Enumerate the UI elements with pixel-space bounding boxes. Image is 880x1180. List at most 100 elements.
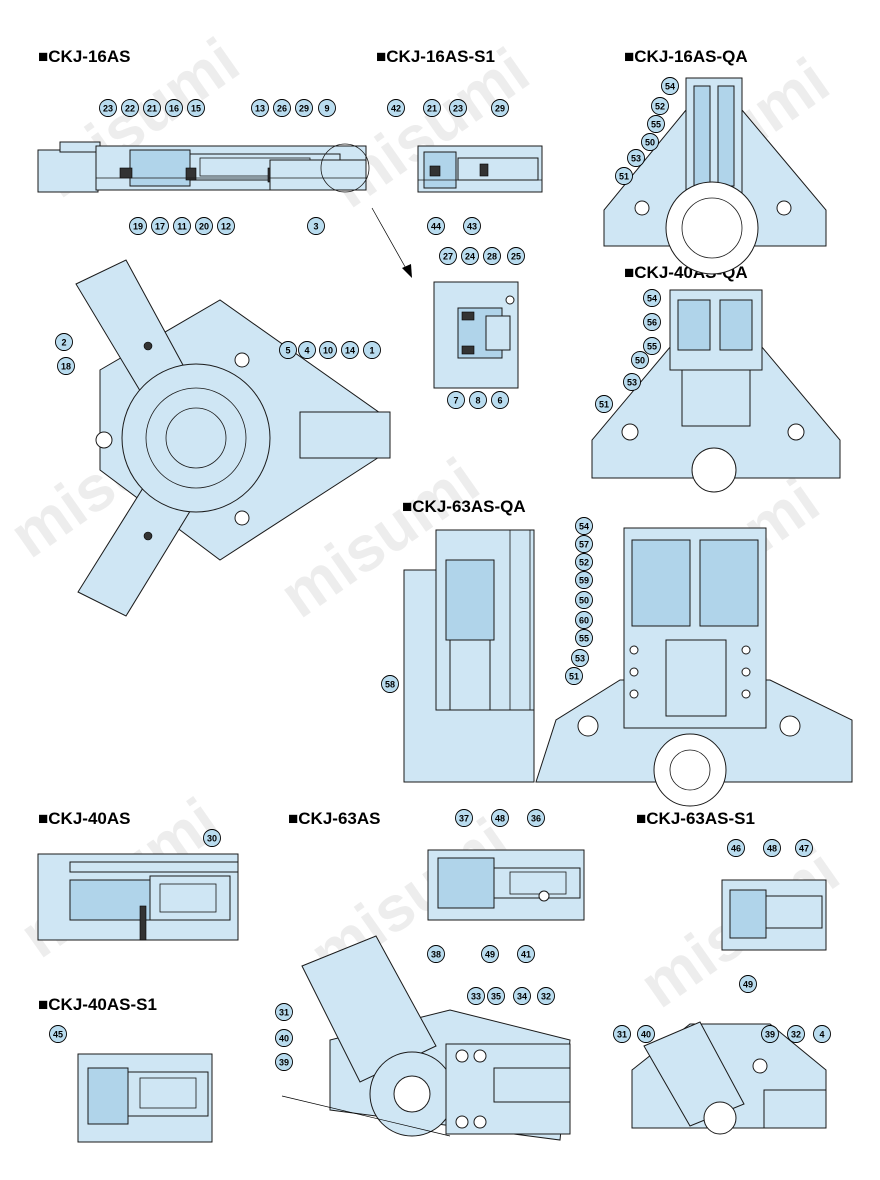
balloon-circle <box>275 1053 293 1071</box>
balloon-label: 50 <box>645 138 655 148</box>
ckj-63as-qa-section <box>403 527 853 807</box>
balloon-label: 20 <box>199 222 209 232</box>
balloon-ckj16as-26: 26 <box>273 99 291 117</box>
balloon-circle <box>49 1025 67 1043</box>
balloon-circle <box>55 333 73 351</box>
balloon-ckj63as-qa-58: 58 <box>381 675 399 693</box>
balloon-top-view-4: 4 <box>298 341 316 359</box>
balloon-label: 10 <box>323 346 333 356</box>
balloon-label: 8 <box>475 396 480 406</box>
balloon-detail-27: 27 <box>439 247 457 265</box>
balloon-circle <box>575 553 593 571</box>
balloon-label: 31 <box>279 1008 289 1018</box>
balloon-label: 51 <box>599 400 609 410</box>
balloon-circle <box>381 675 399 693</box>
title-ckj-63as-qa: ■CKJ-63AS-QA <box>402 497 526 516</box>
balloon-circle <box>727 839 745 857</box>
balloon-ckj16as-13: 13 <box>251 99 269 117</box>
balloon-circle <box>795 839 813 857</box>
balloon-circle <box>307 217 325 235</box>
balloon-ckj63as-qa-54: 54 <box>575 517 593 535</box>
balloon-ckj63as-qa-55: 55 <box>575 629 593 647</box>
balloon-circle <box>575 571 593 589</box>
balloon-circle <box>251 99 269 117</box>
balloon-label: 54 <box>647 294 657 304</box>
balloon-label: 48 <box>495 814 505 824</box>
balloon-label: 19 <box>133 222 143 232</box>
balloon-label: 15 <box>191 104 201 114</box>
balloon-label: 35 <box>491 992 501 1002</box>
balloon-ckj16as-9: 9 <box>318 99 336 117</box>
balloon-ckj16as-qa-51: 51 <box>615 167 633 185</box>
balloon-label: 23 <box>103 104 113 114</box>
balloon-ckj40as-qa-50: 50 <box>631 351 649 369</box>
balloon-ckj63as-s1-view-32: 32 <box>787 1025 805 1043</box>
balloon-detail-24: 24 <box>461 247 479 265</box>
balloon-circle <box>647 115 665 133</box>
balloon-ckj40as-qa-54: 54 <box>643 289 661 307</box>
balloon-ckj63as-s1-47: 47 <box>795 839 813 857</box>
balloon-circle <box>575 517 593 535</box>
balloon-circle <box>613 1025 631 1043</box>
balloon-label: 34 <box>517 992 527 1002</box>
ckj-63as-s1-section <box>721 879 827 951</box>
balloon-label: 46 <box>731 844 741 854</box>
balloon-label: 4 <box>304 346 309 356</box>
balloon-circle <box>491 809 509 827</box>
balloon-ckj16as-21: 21 <box>143 99 161 117</box>
balloon-circle <box>575 535 593 553</box>
balloon-ckj16as-19: 19 <box>129 217 147 235</box>
balloon-ckj16as-s1-44: 44 <box>427 217 445 235</box>
balloon-ckj16as-17: 17 <box>151 217 169 235</box>
balloon-circle <box>487 987 505 1005</box>
balloon-label: 4 <box>819 1030 824 1040</box>
balloon-label: 41 <box>521 950 531 960</box>
balloon-ckj63as-qa-51: 51 <box>565 667 583 685</box>
balloon-ckj63as-qa-53: 53 <box>571 649 589 667</box>
balloon-ckj16as-22: 22 <box>121 99 139 117</box>
balloon-circle <box>739 975 757 993</box>
balloon-circle <box>143 99 161 117</box>
balloon-circle <box>279 341 297 359</box>
balloon-label: 40 <box>279 1034 289 1044</box>
balloon-circle <box>319 341 337 359</box>
balloon-circle <box>627 149 645 167</box>
balloon-label: 36 <box>531 814 541 824</box>
balloon-label: 50 <box>579 596 589 606</box>
balloon-label: 49 <box>485 950 495 960</box>
balloon-label: 55 <box>651 120 661 130</box>
balloon-circle <box>661 77 679 95</box>
balloon-circle <box>575 591 593 609</box>
balloon-circle <box>527 809 545 827</box>
balloon-circle <box>643 313 661 331</box>
balloon-circle <box>427 945 445 963</box>
balloon-circle <box>427 217 445 235</box>
balloon-label: 53 <box>575 654 585 664</box>
balloon-label: 31 <box>617 1030 627 1040</box>
balloon-ckj16as-20: 20 <box>195 217 213 235</box>
balloon-label: 60 <box>579 616 589 626</box>
balloon-label: 21 <box>147 104 157 114</box>
balloon-top-view-14: 14 <box>341 341 359 359</box>
balloon-label: 54 <box>579 522 589 532</box>
balloon-detail-6: 6 <box>491 391 509 409</box>
balloon-ckj40as-qa-55: 55 <box>643 337 661 355</box>
balloon-label: 53 <box>627 378 637 388</box>
balloon-circle <box>615 167 633 185</box>
balloon-circle <box>651 97 669 115</box>
balloon-circle <box>151 217 169 235</box>
balloon-label: 42 <box>391 104 401 114</box>
balloon-label: 37 <box>459 814 469 824</box>
balloon-circle <box>318 99 336 117</box>
ckj-63as-section <box>427 849 585 921</box>
balloon-circle <box>761 1025 779 1043</box>
balloon-label: 21 <box>427 104 437 114</box>
balloon-circle <box>298 341 316 359</box>
balloon-label: 32 <box>791 1030 801 1040</box>
balloon-label: 38 <box>431 950 441 960</box>
ckj-16as-s1-section <box>417 145 543 193</box>
balloon-label: 53 <box>631 154 641 164</box>
balloon-ckj16as-16: 16 <box>165 99 183 117</box>
balloon-label: 28 <box>487 252 497 262</box>
balloon-ckj40as-qa-56: 56 <box>643 313 661 331</box>
